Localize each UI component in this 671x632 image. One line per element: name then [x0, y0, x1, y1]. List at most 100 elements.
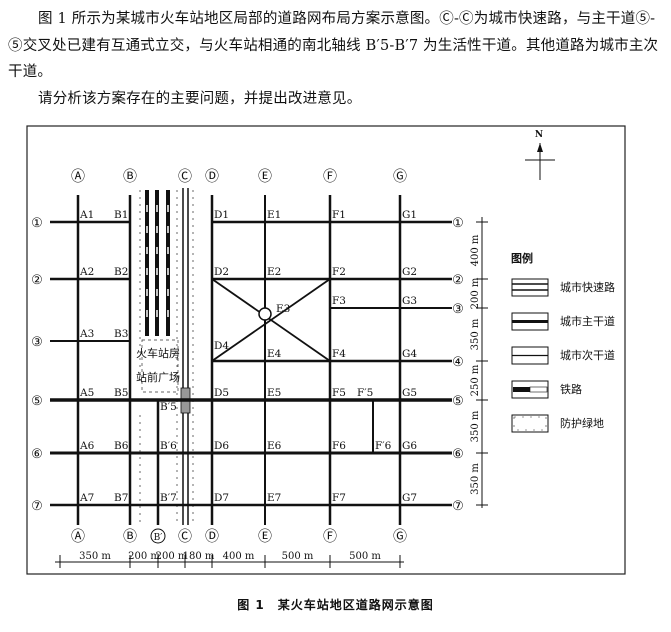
legend-item-label: 铁路: [560, 383, 582, 396]
column-marker-bottom: Ⓓ: [205, 529, 219, 545]
row-marker-right: ③: [452, 302, 464, 317]
column-marker-bottom: Ⓔ: [258, 529, 272, 545]
column-marker-top: Ⓒ: [178, 169, 192, 185]
diagram-frame: [26, 125, 626, 575]
question-paragraph-2: 请分析该方案存在的主要问题，并提出改进意见。: [38, 91, 362, 107]
horizontal-scale-label: 500 m: [349, 551, 381, 562]
horizontal-scale-label: 200 m: [156, 551, 188, 562]
intersection-label: F2: [332, 266, 346, 278]
intersection-label: A2: [79, 266, 94, 278]
intersection-label: A6: [79, 440, 95, 452]
column-marker-top: Ⓐ: [71, 169, 85, 185]
column-marker-bottom: Ⓒ: [178, 529, 192, 545]
intersection-label: F5: [332, 387, 346, 399]
intersection-label: B6: [114, 440, 129, 452]
intersection-label: D1: [214, 209, 229, 221]
legend-item-label: 城市快速路: [560, 280, 615, 294]
intersection-label: A5: [79, 387, 94, 399]
intersection-label: G2: [402, 266, 417, 278]
row-marker-right: ④: [452, 355, 464, 370]
roundabout: [258, 307, 272, 321]
intersection-label: E5: [267, 387, 281, 399]
intersection-label: E4: [267, 348, 282, 360]
legend-swatch: [511, 414, 549, 433]
intersection-label: E6: [267, 440, 282, 452]
intersection-label: F4: [332, 348, 346, 360]
column-marker-bottom: Ⓑ: [123, 529, 137, 545]
intersection-label: A1: [79, 209, 94, 221]
legend-rail: [513, 387, 530, 392]
intersection-label: F1: [332, 209, 346, 221]
column-marker-top: Ⓑ: [123, 169, 137, 185]
intersection-label: A3: [79, 328, 94, 340]
intersection-label: G4: [402, 348, 417, 360]
north-arrow-head-icon: [537, 143, 543, 152]
vertical-scale-label: 200 m: [470, 277, 481, 309]
station-building-label: 火车站房: [136, 346, 180, 360]
intersection-label: E3: [276, 303, 290, 315]
intersection-label: B′6: [160, 440, 177, 452]
question-paragraph-1: 图 1 所示为某城市火车站地区局部的道路网布局方案示意图。Ⓒ-Ⓒ为城市快速路，与…: [8, 11, 659, 80]
row-marker-right: ⑥: [452, 447, 464, 462]
intersection-label: A7: [79, 492, 94, 504]
intersection-label: G6: [402, 440, 417, 452]
intersection-label: D5: [214, 387, 229, 399]
intersection-label: B5: [114, 387, 128, 399]
intersection-label: B3: [114, 328, 128, 340]
row-marker-left: ③: [31, 335, 43, 350]
column-marker-top: Ⓓ: [205, 169, 219, 185]
row-marker-left: ②: [31, 273, 43, 288]
legend-item-label: 城市主干道: [560, 314, 615, 328]
roads: [50, 188, 452, 525]
figure-caption: 图 1 某火车站地区道路网示意图: [237, 598, 434, 612]
column-marker-bottom: B′: [154, 533, 163, 543]
row-marker-right: ⑦: [452, 499, 464, 514]
legend-green: [513, 416, 547, 431]
intersection-label: G3: [402, 295, 417, 307]
diagonal-road: [211, 278, 331, 362]
vertical-scale-label: 350 m: [470, 318, 481, 350]
intersection-label: E7: [267, 492, 281, 504]
vertical-scale-label: 400 m: [470, 234, 481, 266]
column-marker-bottom: Ⓕ: [323, 529, 337, 545]
intersection-label: B1: [114, 209, 128, 221]
intersection-label: F6: [332, 440, 346, 452]
intersection-label: F7: [332, 492, 346, 504]
horizontal-scale-label: 350 m: [79, 551, 111, 562]
column-marker-top: Ⓔ: [258, 169, 272, 185]
row-marker-right: ①: [452, 216, 464, 231]
vertical-scale-label: 250 m: [470, 364, 481, 396]
vertical-scale-label: 350 m: [470, 410, 481, 442]
legend-item-label: 防护绿地: [560, 416, 604, 430]
intersection-label: F′5: [357, 387, 373, 399]
intersection-label: F3: [332, 295, 346, 307]
row-marker-right: ②: [452, 273, 464, 288]
column-marker-bottom: Ⓖ: [393, 529, 407, 545]
intersection-label: B7: [114, 492, 128, 504]
intersection-label: B′7: [160, 492, 177, 504]
station-area: [141, 339, 179, 393]
intersection-label: D2: [214, 266, 229, 278]
intersection-label: E1: [267, 209, 281, 221]
intersection-label: E2: [267, 266, 281, 278]
column-marker-top: Ⓕ: [323, 169, 337, 185]
horizontal-scale-label: 180 m: [183, 551, 215, 562]
intersection-label: B2: [114, 266, 128, 278]
intersection-label: G7: [402, 492, 417, 504]
legend-swatch: [511, 278, 549, 297]
column-marker-circle: [150, 528, 166, 544]
row-marker-left: ①: [31, 216, 43, 231]
legend-item-label: 城市次干道: [560, 348, 615, 362]
legend-rail: [529, 386, 548, 393]
intersection-label: D7: [214, 492, 229, 504]
intersection-label: D4: [214, 340, 229, 352]
intersection-label: G1: [402, 209, 417, 221]
intersection-label: F′6: [375, 440, 392, 452]
column-marker-top: Ⓖ: [393, 169, 407, 185]
row-marker-left: ⑦: [31, 499, 43, 514]
intersection-label: B′5: [160, 401, 177, 413]
horizontal-scale-label: 500 m: [282, 551, 314, 562]
row-marker-left: ⑤: [31, 394, 43, 409]
